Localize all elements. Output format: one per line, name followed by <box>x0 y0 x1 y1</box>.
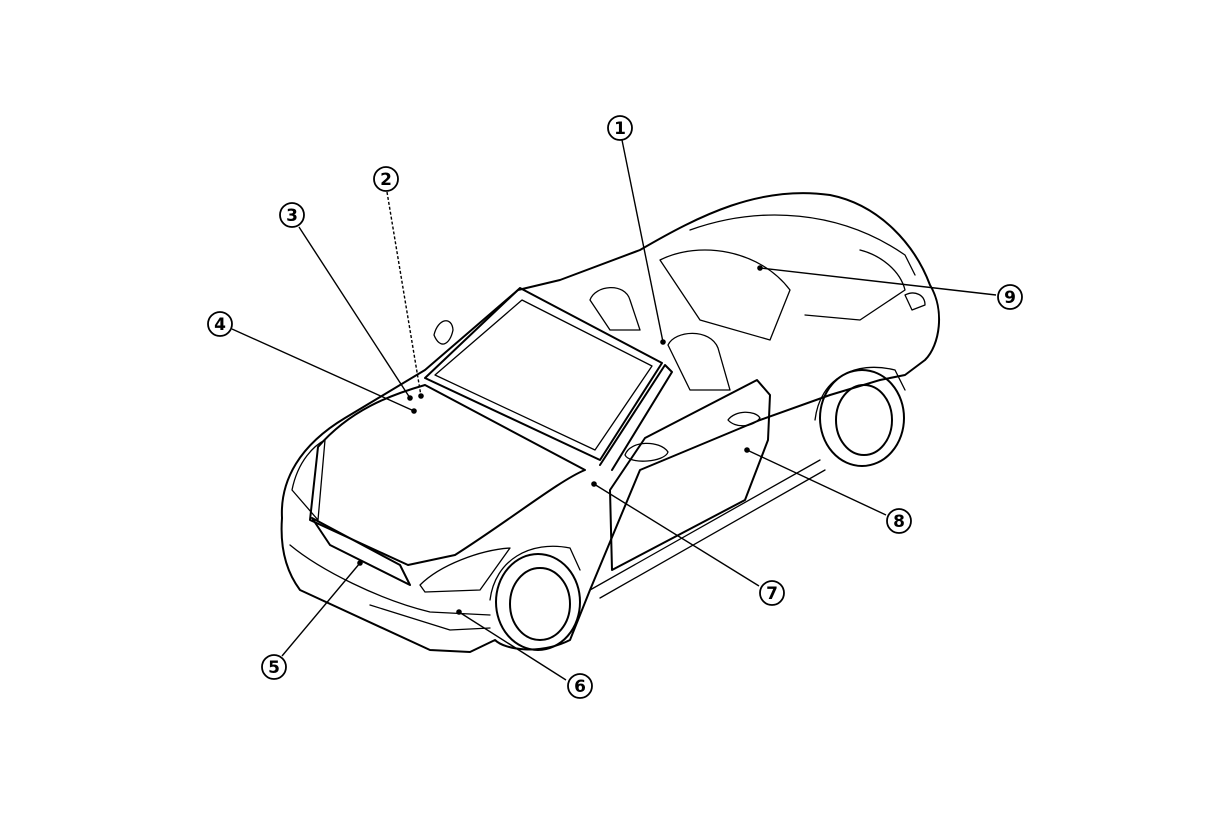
fog-light <box>369 604 491 631</box>
leader-dot-3 <box>407 395 413 401</box>
rear-wheel <box>819 369 905 467</box>
callout-3-label: 3 <box>286 206 298 226</box>
callout-7: 7 <box>759 580 785 606</box>
leader-1 <box>621 139 664 343</box>
front-bumper <box>289 544 491 616</box>
left-mirror <box>433 320 454 345</box>
headlight-right <box>419 547 511 593</box>
callout-6-label: 6 <box>574 677 586 697</box>
rear-wheel-arch <box>814 366 906 421</box>
callout-4-label: 4 <box>214 315 226 335</box>
headlight-left <box>291 439 326 521</box>
hood-outline <box>309 384 586 566</box>
callout-2: 2 <box>373 166 399 192</box>
leader-dot-4 <box>411 408 417 414</box>
callout-4: 4 <box>207 311 233 337</box>
callout-8-label: 8 <box>893 512 905 532</box>
leader-dot-5 <box>357 560 363 566</box>
rear-light <box>904 292 926 311</box>
car-illustration <box>280 192 941 653</box>
rear-wheel-rim <box>835 384 893 456</box>
leader-2 <box>386 191 422 397</box>
windshield-frame <box>424 287 663 461</box>
front-seat-left <box>589 287 641 331</box>
leader-dot-2 <box>418 393 424 399</box>
front-seat-right <box>667 332 731 391</box>
trunk-lid <box>804 249 906 321</box>
callout-2-label: 2 <box>380 170 392 190</box>
side-sill <box>589 459 821 591</box>
rear-deck <box>689 214 916 276</box>
callout-9-label: 9 <box>1004 288 1016 308</box>
leader-dot-8 <box>744 447 750 453</box>
door-outline <box>609 379 771 571</box>
callout-9: 9 <box>997 284 1023 310</box>
side-mirror <box>624 442 669 462</box>
front-wheel-arch <box>489 545 581 601</box>
leader-dot-7 <box>591 481 597 487</box>
callout-6: 6 <box>567 673 593 699</box>
callout-5: 5 <box>261 654 287 680</box>
leader-9 <box>759 267 997 296</box>
leader-dot-6 <box>456 609 462 615</box>
callouts: 1 2 3 4 5 6 7 8 <box>207 115 1023 699</box>
door-handle <box>727 411 761 427</box>
callout-7-label: 7 <box>766 584 778 604</box>
leader-dot-9 <box>757 265 763 271</box>
front-wheel <box>495 553 581 651</box>
car-silhouette <box>280 192 941 653</box>
leader-dot-1 <box>660 339 666 345</box>
leader-7 <box>593 483 760 587</box>
callout-1-label: 1 <box>614 119 626 139</box>
leader-4 <box>231 328 415 412</box>
front-grille <box>311 517 411 586</box>
front-wheel-rim <box>509 567 571 641</box>
callout-1: 1 <box>607 115 633 141</box>
rear-seat <box>659 249 791 341</box>
leader-6 <box>458 611 567 681</box>
callout-8: 8 <box>886 508 912 534</box>
side-sill-lower <box>599 469 826 599</box>
callout-5-label: 5 <box>268 658 280 678</box>
leader-3 <box>298 226 411 399</box>
leader-8 <box>746 449 887 516</box>
callout-3: 3 <box>279 202 305 228</box>
leader-5 <box>281 562 361 657</box>
windshield-inner <box>434 299 653 451</box>
a-pillar <box>599 364 673 471</box>
leader-lines <box>231 139 997 681</box>
